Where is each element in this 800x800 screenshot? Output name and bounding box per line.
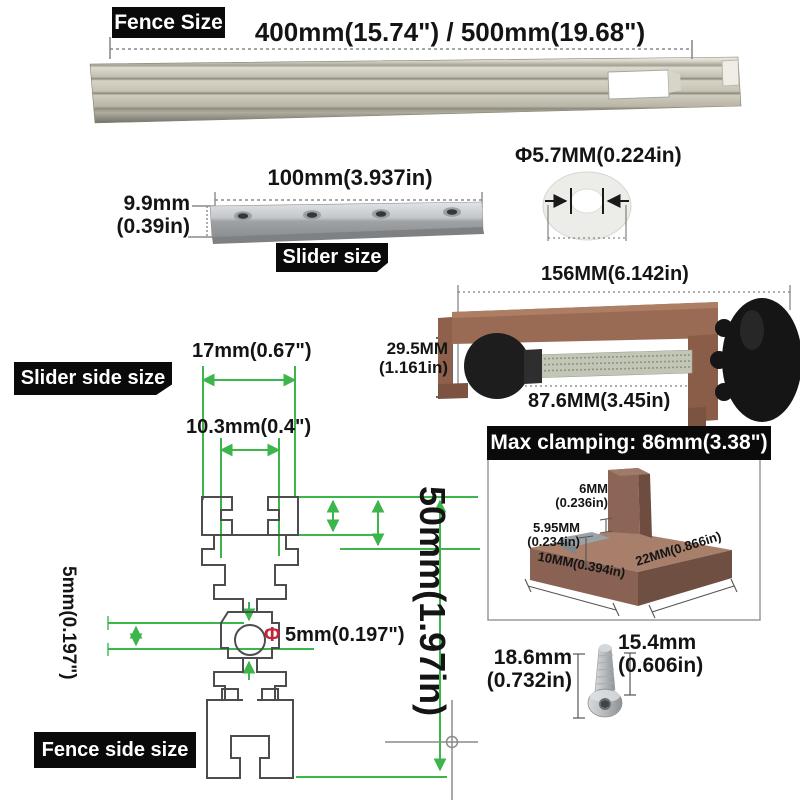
slider-side-inner-width: 10.3mm(0.4") xyxy=(186,416,312,438)
clamp-rod-dimension: 87.6MM(3.45in) xyxy=(528,390,671,412)
slider-length-dimension: 100mm(3.937in) xyxy=(267,165,433,190)
screw-total-length-dimension: 18.6mm (0.732in) xyxy=(480,646,572,692)
fence-rail-image xyxy=(89,56,742,124)
fence-side-slot-dimension: 5mm(0.197") xyxy=(58,566,79,680)
fence-size-label: Fence Size xyxy=(112,7,225,38)
screw-total-mm: 18.6mm xyxy=(493,646,572,669)
foot-lip-in: (0.234in) xyxy=(527,534,580,550)
screw-shaft-in: (0.606in) xyxy=(618,654,704,678)
slider-height-mm: 9.9mm xyxy=(123,192,190,215)
fence-side-size-label: Fence side size xyxy=(34,732,196,768)
foot-lip-mm: 5.95MM xyxy=(533,520,580,535)
foot-step-mm: 6MM xyxy=(579,481,608,496)
slider-height-in: (0.39in) xyxy=(116,215,190,239)
fence-length-dimension: 400mm(15.74") / 500mm(19.68") xyxy=(254,17,646,47)
clamp-length-dimension: 156MM(6.142in) xyxy=(541,263,689,285)
washer-diameter-dimension: Φ5.7MM(0.224in) xyxy=(515,144,682,167)
slider-side-size-label: Slider side size xyxy=(14,362,172,395)
max-clamping-label: Max clamping: 86mm(3.38") xyxy=(487,426,771,460)
fence-height-dimension: 50mm(1.97in) xyxy=(412,486,453,717)
screw-shaft-mm: 15.4mm xyxy=(618,631,697,654)
fence-profile-drawing xyxy=(201,496,299,779)
clamp-height-dimension: 29.5MM (1.161in) xyxy=(360,339,448,377)
washer-image xyxy=(542,171,632,241)
slider-size-label: Slider size xyxy=(276,243,388,272)
clamp-height-in: (1.161in) xyxy=(379,357,448,377)
slider-height-dimension: 9.9mm (0.39in) xyxy=(102,192,190,238)
foot-lip-height-dimension: 5.95MM (0.234in) xyxy=(506,520,580,550)
slider-side-outer-width: 17mm(0.67") xyxy=(192,340,312,362)
foot-step-in: (0.236in) xyxy=(555,495,608,511)
datum-crosshair xyxy=(385,700,478,800)
clamp-image xyxy=(438,298,800,428)
hole-diameter-dimension: 5mm(0.197") xyxy=(285,624,405,646)
fence-dimension-line xyxy=(109,37,693,59)
hole-phi-symbol: Φ xyxy=(264,624,281,646)
screw-shaft-length-dimension: 15.4mm (0.606in) xyxy=(618,631,703,677)
clamp-height-mm: 29.5MM xyxy=(386,339,448,358)
clamp-foot-image xyxy=(524,468,738,619)
screw-total-in: (0.732in) xyxy=(486,669,572,693)
screw-image xyxy=(573,644,636,719)
slider-bar-image xyxy=(209,201,484,244)
foot-step-height-dimension: 6MM (0.236in) xyxy=(540,481,608,511)
